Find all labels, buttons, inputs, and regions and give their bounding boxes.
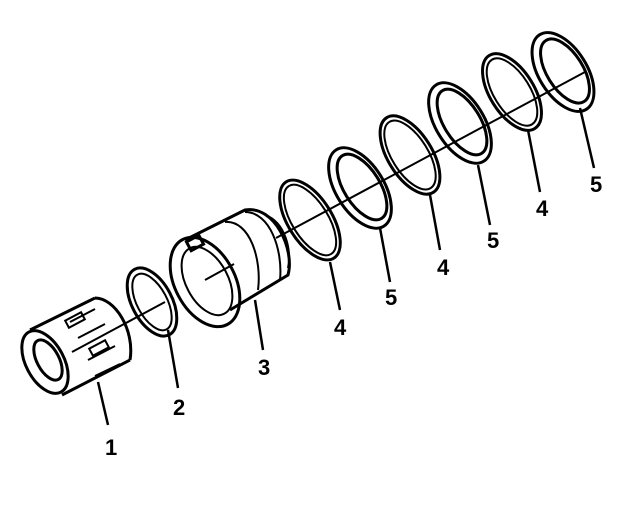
- needle-bearing: [20, 296, 133, 397]
- callout-bearing: 1: [105, 435, 117, 460]
- ring-4c: [481, 52, 543, 132]
- ring-5c: [530, 31, 596, 113]
- callout-ring-5c: 5: [590, 172, 602, 197]
- ring-4a: [278, 178, 342, 262]
- callout-ring-4c: 4: [536, 196, 549, 221]
- leader-lines: [96, 107, 596, 426]
- ring-5b: [427, 81, 493, 165]
- callout-hub: 3: [258, 355, 270, 380]
- callout-ring-2: 2: [173, 395, 185, 420]
- callout-ring-4b: 4: [437, 255, 450, 280]
- ring-5a: [327, 146, 393, 230]
- ring-4b: [378, 114, 442, 196]
- callout-ring-5b: 5: [487, 228, 499, 253]
- callout-ring-4a: 4: [334, 315, 347, 340]
- centerline: [71, 71, 586, 353]
- callout-ring-5a: 5: [385, 285, 397, 310]
- ring-2-inner: [131, 272, 173, 332]
- hub: [168, 208, 291, 329]
